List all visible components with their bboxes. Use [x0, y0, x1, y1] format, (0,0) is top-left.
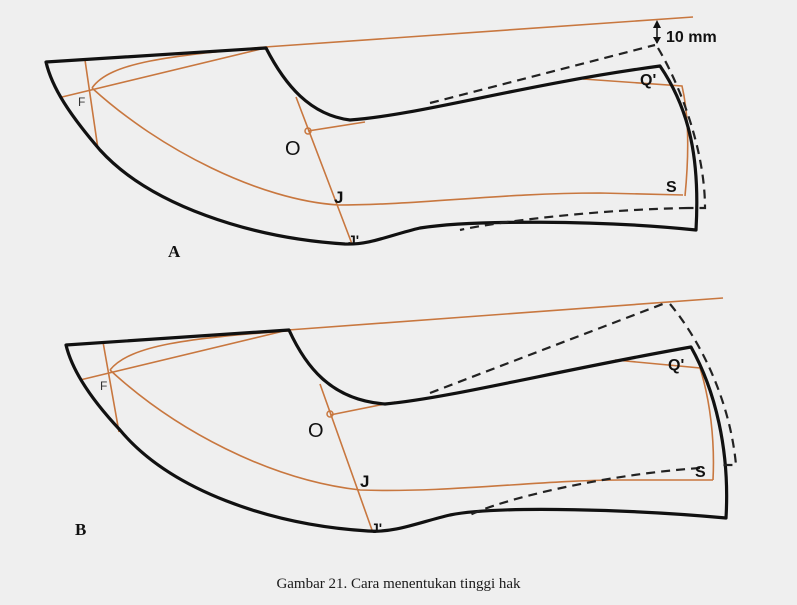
guide-lines	[79, 329, 715, 531]
top-reference-line	[264, 16, 694, 48]
dimension-arrow	[653, 20, 661, 44]
point-q-prime-label: Q'	[668, 357, 684, 374]
dimension-label: 10 mm	[666, 29, 717, 46]
point-j-prime-label: J'	[371, 520, 382, 536]
figure-b-label: B	[75, 520, 86, 539]
point-o-label: O	[308, 420, 324, 442]
point-j-label: J	[360, 472, 369, 491]
guide-lines	[61, 46, 689, 245]
figure-a: 10 mm F O J J' Q' S A	[44, 16, 717, 261]
point-s-label: S	[666, 179, 677, 196]
point-j-prime-label: J'	[348, 232, 359, 248]
dashed-extension	[429, 300, 738, 516]
figure-b: F O J J' Q' S B	[64, 297, 738, 539]
top-reference-line	[287, 297, 724, 331]
pattern-outline	[44, 46, 699, 246]
point-f-label: F	[100, 379, 107, 393]
point-q-prime-label: Q'	[640, 72, 656, 89]
point-o-marker	[326, 410, 334, 418]
pattern-outline	[64, 328, 729, 533]
figure-a-label: A	[168, 242, 181, 261]
point-j-label: J	[334, 188, 343, 207]
point-s-label: S	[695, 464, 706, 481]
figure-caption: Gambar 21. Cara menentukan tinggi hak	[276, 576, 521, 592]
point-o-label: O	[285, 138, 301, 160]
point-f-label: F	[78, 95, 85, 109]
dashed-extension	[429, 43, 707, 232]
point-o-marker	[304, 127, 312, 135]
